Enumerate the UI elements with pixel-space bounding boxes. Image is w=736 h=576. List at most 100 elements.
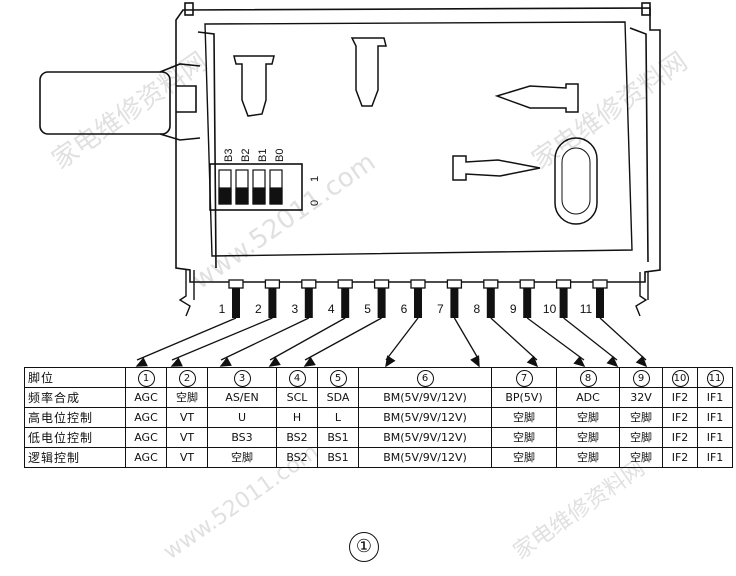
arrowhead	[573, 355, 586, 368]
pin-function-cell: ADC	[556, 387, 620, 408]
pin-number-circle: 9	[632, 369, 650, 387]
pin-number-label: 4	[328, 302, 335, 316]
pin-number-circle: 7	[515, 369, 533, 387]
pin-leg	[232, 288, 240, 318]
mounting-tabs	[178, 270, 649, 317]
dip-label-b1: B1	[257, 149, 269, 162]
pin-number-label: 8	[473, 302, 480, 316]
pin-function-cell: AGC	[125, 427, 167, 448]
pin-number-circle: 10	[671, 369, 689, 387]
pin-6: 6	[401, 279, 426, 318]
pin-arrow-line	[304, 317, 382, 361]
dip-level-low: 0	[309, 200, 321, 206]
pin-function-cell: IF1	[697, 447, 733, 468]
pin-cap	[410, 279, 426, 289]
dip-label-b2: B2	[240, 149, 252, 162]
pin-function-cell: BM(5V/9V/12V)	[358, 387, 492, 408]
arrowhead	[470, 355, 480, 368]
arrowhead	[635, 355, 648, 368]
pin-function-cell: IF2	[662, 387, 698, 408]
pin-function-cell: 空脚	[556, 447, 620, 468]
pin-number-circle: 6	[416, 369, 434, 387]
pin-function-cell: U	[207, 407, 277, 428]
dip-switch: B3 B2 B1 B0 1 0	[209, 149, 321, 211]
pin-arrow-line	[220, 317, 310, 361]
pin-leg	[559, 288, 568, 318]
pin-function-cell: IF2	[662, 427, 698, 448]
dip-switch-levers	[218, 169, 283, 205]
pin-8: 8	[473, 279, 499, 318]
pin-number-label: 7	[437, 302, 444, 316]
watermark: 家电维修资料网	[509, 456, 650, 565]
pin-function-cell: 空脚	[491, 407, 557, 428]
rf-connector	[39, 63, 201, 141]
pin-function-cell: BM(5V/9V/12V)	[358, 407, 492, 428]
arrowhead	[303, 356, 316, 367]
pin-number-label: 10	[543, 302, 557, 316]
pin-arrow-line	[453, 317, 480, 361]
pin-column-header: 6	[358, 367, 492, 388]
pin-function-cell: 空脚	[619, 407, 663, 428]
pin-function-cell: IF2	[662, 447, 698, 468]
pin-cap	[373, 279, 390, 289]
pin-cap	[264, 279, 281, 289]
pin-arrows	[135, 317, 648, 368]
pin-number-circle: 2	[178, 369, 196, 387]
pin-number-circle: 5	[329, 369, 347, 387]
pin-function-cell: AGC	[125, 387, 167, 408]
pin-3: 3	[291, 279, 317, 318]
arrowhead	[219, 356, 232, 367]
pin-number-circle: 8	[579, 369, 597, 387]
pin-number-circle: 1	[137, 369, 155, 387]
pin-function-cell: 空脚	[166, 387, 208, 408]
pin-function-cell: SCL	[276, 387, 318, 408]
dip-label-b0: B0	[274, 149, 286, 162]
pin-leg	[414, 288, 422, 318]
pin-number-label: 2	[255, 302, 262, 316]
pin-number-circle: 4	[288, 369, 306, 387]
arrowhead	[135, 357, 148, 367]
pin-function-cell: 空脚	[207, 447, 277, 468]
pin-leg	[486, 288, 495, 318]
pin-11: 11	[580, 279, 608, 318]
pin-function-cell: AGC	[125, 447, 167, 468]
pin-arrow-line	[269, 317, 346, 361]
pin-function-cell: H	[276, 407, 318, 428]
pin-arrow-line	[385, 317, 419, 361]
pin-function-cell: BS3	[207, 427, 277, 448]
pin-number-circle: 11	[706, 369, 724, 387]
pin-column-header: 7	[491, 367, 557, 388]
pin-7: 7	[437, 279, 463, 318]
pin-function-cell: BM(5V/9V/12V)	[358, 427, 492, 448]
pin-number-circle: 3	[233, 369, 251, 387]
pin-5: 5	[364, 279, 390, 318]
pin-column-header: 2	[166, 367, 208, 388]
pin-arrow-line	[526, 317, 585, 361]
pin-number-label: 9	[510, 302, 517, 316]
pin-number-label: 6	[401, 302, 408, 316]
pin-column-header: 11	[697, 367, 733, 388]
pin-function-cell: BS2	[276, 447, 318, 468]
pin-function-cell: AGC	[125, 407, 167, 428]
row-mode-label: 逻辑控制	[24, 447, 126, 468]
pin-function-cell: BP(5V)	[491, 387, 557, 408]
pin-function-cell: 32V	[619, 387, 663, 408]
pin-function-cell: BS2	[276, 427, 318, 448]
watermark: 家电维修资料网	[527, 47, 693, 176]
pin-2: 2	[255, 279, 281, 318]
pin-function-cell: 空脚	[491, 427, 557, 448]
pin-leg	[450, 288, 459, 318]
pin-function-cell: VT	[166, 407, 208, 428]
pin-number-label: 11	[580, 302, 593, 316]
pin-cap	[519, 279, 535, 289]
pin-function-cell: AS/EN	[207, 387, 277, 408]
figure-number: ①	[349, 532, 379, 562]
pin-arrow-line	[136, 317, 237, 361]
pin-function-cell: IF2	[662, 407, 698, 428]
pin-function-cell: VT	[166, 447, 208, 468]
pin-function-cell: 空脚	[556, 427, 620, 448]
pin-function-cell: IF1	[697, 407, 733, 428]
